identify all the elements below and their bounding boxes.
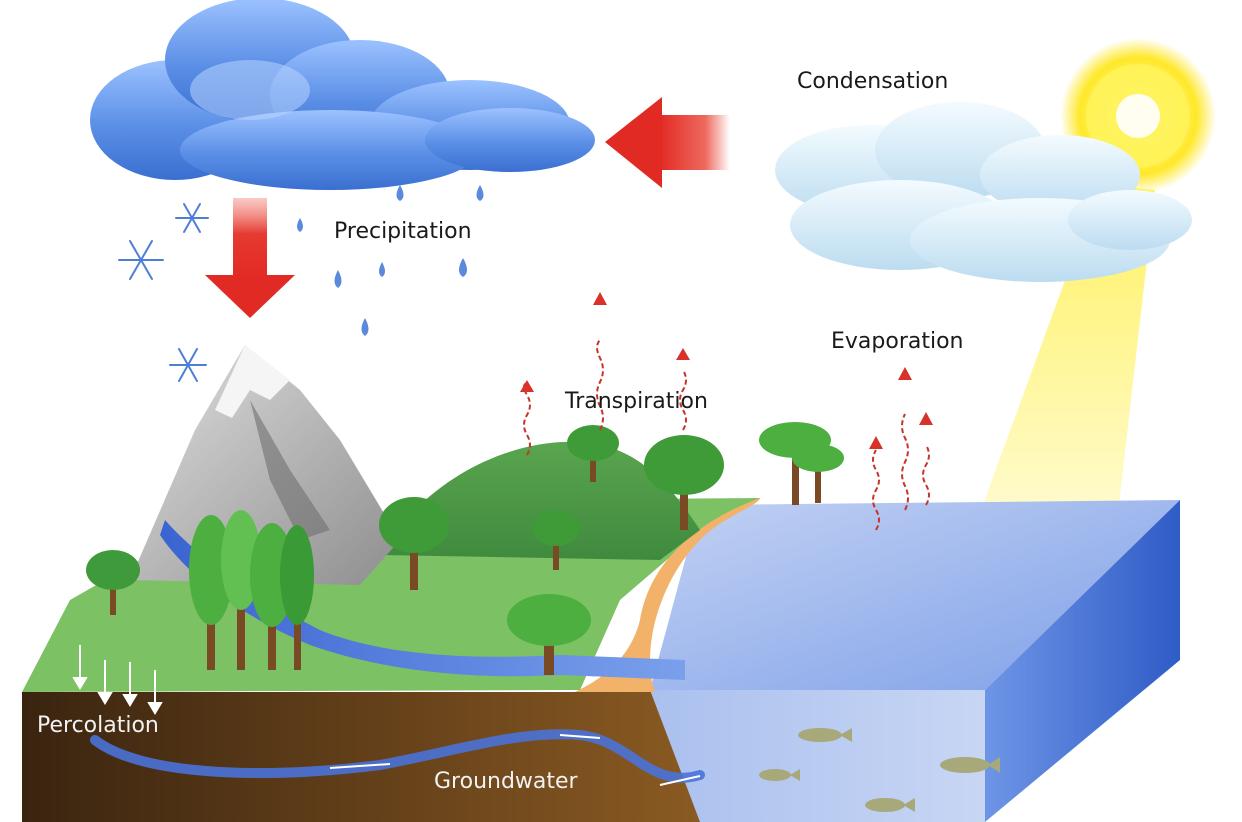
evaporation-arrows	[872, 413, 930, 531]
evaporation-arrowheads	[869, 367, 933, 449]
precipitation-label: Precipitation	[334, 219, 472, 244]
groundwater-flow	[90, 729, 705, 783]
percolation-arrows	[72, 645, 163, 715]
transpiration-label: Transpiration	[565, 389, 708, 414]
soil-layer	[22, 692, 700, 822]
condensation-cloud	[775, 102, 1192, 282]
raindrops	[297, 185, 484, 336]
trees	[86, 422, 844, 675]
transpiration-arrowheads	[520, 292, 690, 392]
percolation-label: Percolation	[37, 713, 159, 738]
precipitation-arrow	[205, 198, 295, 318]
green-hill	[380, 441, 700, 560]
groundwater-arrows	[329, 734, 701, 786]
condensation-label: Condensation	[797, 69, 949, 94]
evaporation-label: Evaporation	[831, 329, 964, 354]
fish	[759, 728, 1000, 812]
rain-cloud	[90, 0, 595, 190]
snowflake-icon	[118, 203, 209, 382]
sea	[650, 500, 1180, 822]
groundwater-label: Groundwater	[434, 769, 578, 794]
mountain	[130, 345, 400, 585]
condensation-arrow	[605, 97, 730, 188]
